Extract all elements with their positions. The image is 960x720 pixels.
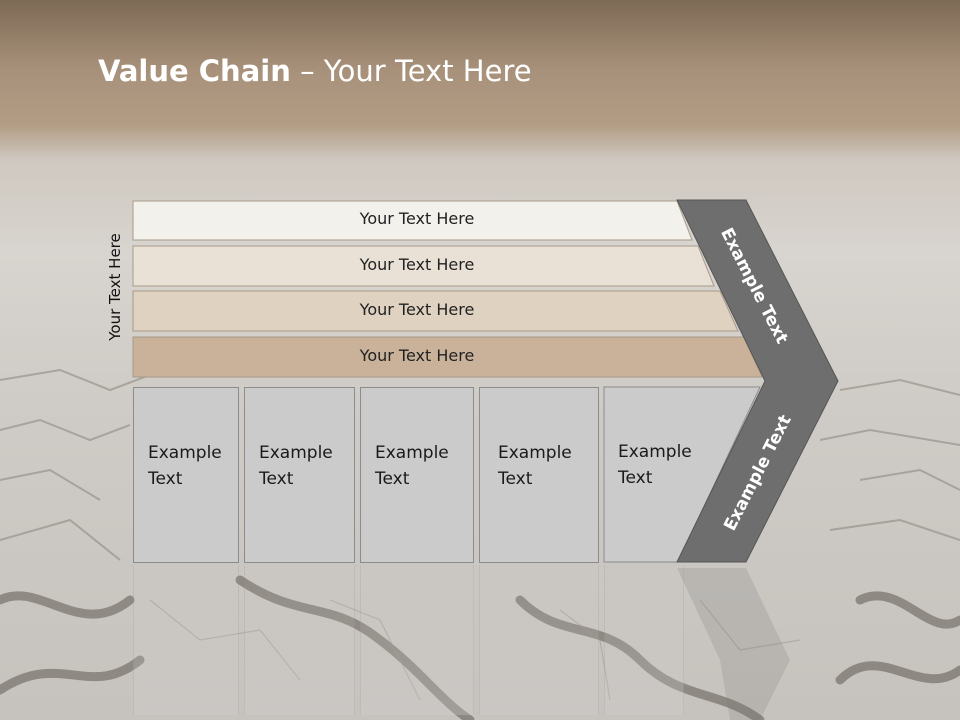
bar-label-1: Your Text Here [359, 209, 475, 228]
bar-shape-3 [132, 290, 739, 332]
box-5-reflection [604, 565, 684, 715]
bar-label-2: Your Text Here [359, 255, 475, 274]
chevron-arrow [676, 199, 839, 563]
bar-label-4: Your Text Here [359, 346, 475, 365]
box-1-line2: Text [148, 469, 183, 489]
box-3-line1: Example [375, 443, 449, 463]
bar-label-3: Your Text Here [359, 300, 475, 319]
box-5-line1: Example [618, 442, 692, 462]
slide-title: Value Chain – Your Text Here [98, 54, 532, 88]
title-rest: – Your Text Here [290, 54, 532, 88]
box-4-reflection [479, 565, 599, 715]
box-4-line2: Text [498, 469, 533, 489]
box-2-line2: Text [259, 469, 294, 489]
box-2-reflection [244, 565, 355, 715]
box-3-line2: Text [375, 469, 410, 489]
bar-shape-1 [132, 200, 693, 241]
box-5-line2: Text [618, 468, 653, 488]
box-1-line1: Example [148, 443, 222, 463]
box-3-reflection [360, 565, 474, 715]
bar-shape-2 [132, 245, 715, 287]
box-1-reflection [133, 565, 239, 715]
box-4-line1: Example [498, 443, 572, 463]
bar-shape-4 [132, 336, 763, 378]
box-2-line1: Example [259, 443, 333, 463]
chevron-reflection [677, 568, 790, 720]
title-bold: Value Chain [98, 54, 291, 88]
